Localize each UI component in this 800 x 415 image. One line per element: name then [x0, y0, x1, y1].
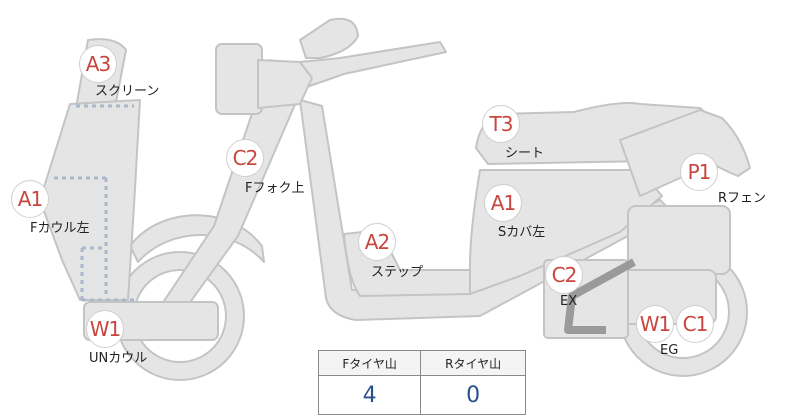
exhaust-pipe	[564, 258, 636, 334]
label-rear-fender: Rフェン	[718, 191, 767, 206]
label-engine: EG	[660, 343, 679, 358]
header-front-tire: Fタイヤ山	[317, 350, 422, 376]
badge-t3-seat: T3	[482, 105, 520, 143]
tire-tread-table: Fタイヤ山 Rタイヤ山 4 0	[317, 350, 526, 415]
headlight	[215, 43, 263, 115]
front-cowl	[39, 99, 141, 301]
value-front-tire: 4	[317, 375, 422, 415]
badge-a3-screen: A3	[79, 45, 117, 83]
engine-block	[627, 205, 731, 275]
label-side-cover-left: Sカバ左	[498, 225, 546, 240]
label-exhaust: EX	[560, 294, 578, 309]
badge-a2-step: A2	[358, 223, 396, 261]
badge-w1-under-cowl: W1	[86, 310, 124, 348]
value-rear-tire: 0	[420, 375, 526, 415]
badge-c2-fork: C2	[226, 139, 264, 177]
head-cover	[257, 59, 313, 109]
cowl-panel-lines	[54, 104, 134, 302]
label-under-cowl: UNカウル	[89, 351, 148, 366]
label-front-fork: Fフォク上	[245, 181, 305, 196]
label-screen: スクリーン	[95, 84, 160, 99]
label-front-cowl-left: Fカウル左	[30, 221, 90, 236]
badge-a1-side-cover: A1	[484, 184, 522, 222]
header-rear-tire: Rタイヤ山	[420, 350, 526, 376]
badge-w1-engine: W1	[636, 305, 674, 343]
mirror	[299, 17, 359, 59]
badge-p1-rear-fender: P1	[680, 153, 718, 191]
label-seat: シート	[505, 146, 545, 161]
badge-c2-exhaust: C2	[545, 256, 583, 294]
label-step: ステップ	[371, 265, 424, 280]
badge-c1-engine: C1	[676, 305, 714, 343]
badge-a1-front-cowl: A1	[11, 180, 49, 218]
